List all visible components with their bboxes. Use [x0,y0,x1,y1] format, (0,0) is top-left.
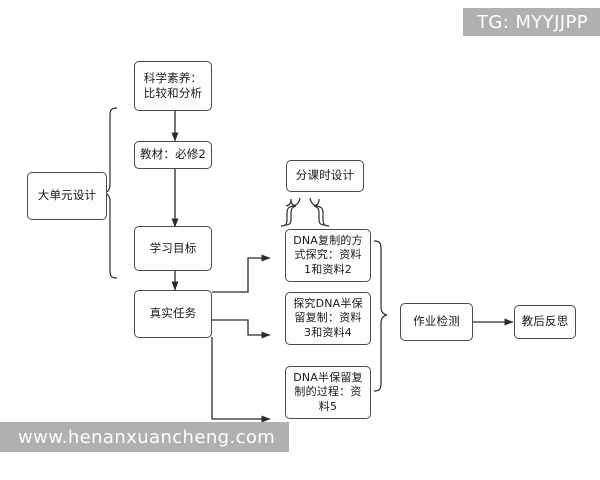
node-textbook[interactable]: 教材：必修2 [134,141,212,169]
watermark-top-right-text: TG: MYYJJPP [477,11,588,33]
brace-lesson-design-right [309,197,330,227]
node-science-literacy-line2: 比较和分析 [143,86,203,100]
node-science-literacy-line1: 科学素养： [143,70,203,85]
watermark-top-right: TG: MYYJJPP [463,8,600,36]
watermark-bottom-left-text: www.henanxuancheng.com [18,426,276,448]
node-lesson-design[interactable]: 分课时设计 [286,160,364,192]
node-lesson-2-line3: 3和资料4 [304,325,352,339]
connector-task-to-lesson-2 [212,319,271,339]
node-lesson-1-line3: 1和资料2 [304,262,352,276]
node-homework-check-label: 作业检测 [413,314,460,329]
node-lesson-3-line1: DNA半保留复 [293,370,363,384]
node-lesson-design-label: 分课时设计 [295,168,355,183]
node-real-task[interactable]: 真实任务 [134,290,212,338]
node-unit-design[interactable]: 大单元设计 [27,172,107,220]
node-post-reflection-label: 教后反思 [521,314,569,329]
brace-lessons-to-homework [373,240,388,392]
node-post-reflection[interactable]: 教后反思 [514,305,576,339]
node-lesson-1[interactable]: DNA复制的方 式探究：资料 1和资料2 [285,229,371,282]
watermark-bottom-left: www.henanxuancheng.com [0,422,290,452]
node-textbook-label: 教材：必修2 [139,147,207,162]
node-lesson-3-line3: 料5 [318,399,338,413]
node-lesson-1-line1: DNA复制的方 [293,233,363,247]
node-lesson-3[interactable]: DNA半保留复 制的过程：资 料5 [285,366,371,419]
brace-lesson-design-left [280,197,301,227]
node-learning-goal[interactable]: 学习目标 [134,226,212,271]
connector-task-to-lesson-3 [211,337,271,423]
node-lesson-2-line2: 留复制：资料 [294,311,362,325]
node-lesson-2[interactable]: 探究DNA半保 留复制：资料 3和资料4 [285,292,371,345]
node-lesson-3-line2: 制的过程：资 [294,385,362,399]
node-learning-goal-label: 学习目标 [149,240,197,255]
node-lesson-1-line2: 式探究：资料 [294,248,362,262]
node-real-task-label: 真实任务 [149,306,197,321]
brace-lesson-design [284,198,326,226]
node-unit-design-label: 大单元设计 [37,188,97,203]
node-lesson-2-line1: 探究DNA半保 [293,296,363,310]
connector-task-to-lesson-1 [212,254,271,293]
node-science-literacy[interactable]: 科学素养： 比较和分析 [134,61,212,111]
node-homework-check[interactable]: 作业检测 [400,303,473,341]
